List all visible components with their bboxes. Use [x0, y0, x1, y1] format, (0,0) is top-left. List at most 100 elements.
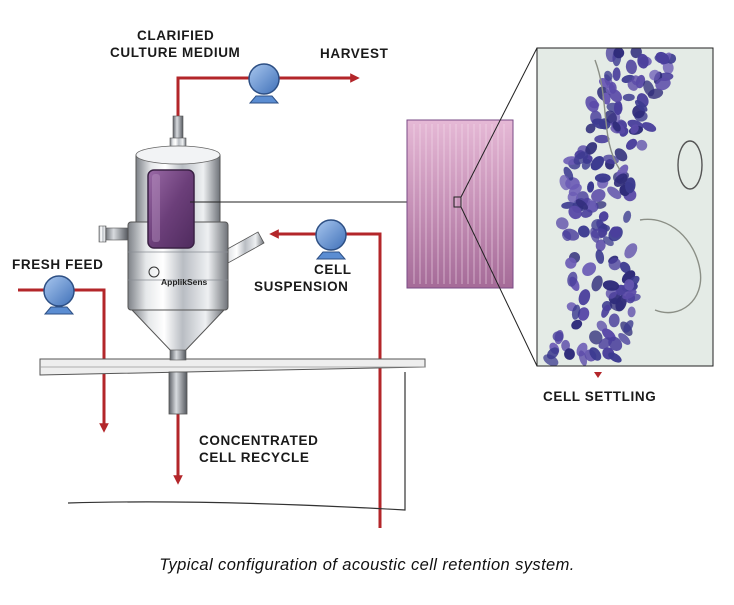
stained-cell — [627, 306, 636, 318]
stained-cell — [608, 352, 622, 363]
stained-cell — [608, 82, 617, 94]
stained-cell — [543, 354, 559, 366]
stained-cell — [573, 151, 589, 165]
stained-cell — [655, 77, 671, 91]
cell-settling-label: CELL SETTLING — [543, 389, 657, 404]
harvest-label: HARVEST — [320, 46, 389, 61]
brand-text: ApplikSens — [161, 277, 208, 287]
stained-cell — [598, 211, 609, 222]
stained-cell — [601, 304, 611, 318]
stained-cell — [625, 59, 637, 75]
stained-cell — [591, 118, 608, 130]
stained-cell — [571, 304, 581, 320]
pump-icon — [248, 63, 280, 104]
stained-cell — [561, 339, 571, 352]
stained-cell — [565, 257, 577, 269]
concentrated-line1: CONCENTRATED — [199, 433, 319, 448]
resonator-chamber — [147, 169, 195, 249]
acoustic-separator: ApplikSens — [98, 115, 265, 361]
clarified-label: CLARIFIED CULTURE MEDIUM — [110, 27, 240, 61]
stained-cell — [630, 48, 642, 59]
stained-cell — [595, 249, 605, 264]
cell-suspension-line1: CELL — [314, 262, 352, 277]
stained-cell — [625, 177, 636, 194]
stained-cell — [608, 257, 622, 271]
clarified-label-line1: CLARIFIED — [137, 28, 215, 43]
stained-cell — [662, 61, 674, 74]
stained-cell — [571, 319, 583, 330]
stained-cell — [577, 225, 590, 238]
stained-cell — [634, 100, 648, 112]
stained-cell — [637, 53, 649, 69]
stained-cell — [578, 350, 588, 366]
stained-cell — [622, 93, 635, 102]
pump-icon — [43, 275, 75, 315]
stained-cell — [595, 239, 606, 252]
stained-cell — [594, 173, 611, 183]
stained-cell — [590, 156, 605, 171]
stained-cell — [564, 348, 575, 360]
clarified-label-line2: CULTURE MEDIUM — [110, 45, 241, 60]
harvest-line — [176, 73, 360, 118]
stained-cell — [585, 142, 598, 155]
stained-cell — [561, 230, 572, 242]
stained-cell — [591, 218, 604, 231]
cell-suspension-line — [269, 229, 382, 528]
cell-cluster — [543, 48, 677, 366]
fresh-feed-label: FRESH FEED — [12, 257, 104, 272]
zoom-line-2 — [460, 47, 538, 198]
stained-cell — [591, 228, 608, 239]
stained-cell — [642, 122, 657, 132]
stained-cell — [585, 123, 596, 134]
stained-cell — [589, 330, 603, 345]
stained-cell — [618, 332, 631, 345]
acoustic-field-view — [406, 119, 514, 289]
cell-suspension-line2: SUSPENSION — [254, 279, 349, 294]
stained-cell — [603, 236, 614, 247]
stained-cell — [556, 217, 569, 230]
stained-cell — [582, 262, 597, 277]
stained-cell — [655, 51, 670, 65]
support-plate — [39, 358, 426, 376]
stained-cell — [613, 173, 628, 187]
stained-cell — [635, 74, 646, 89]
stained-cell — [594, 134, 610, 144]
stained-cell — [585, 96, 599, 113]
stained-cell — [636, 139, 648, 151]
stained-cell — [624, 279, 635, 291]
stained-cell — [625, 138, 638, 150]
stained-cell — [602, 280, 620, 291]
stained-cell — [589, 347, 602, 361]
settling-marker — [594, 372, 602, 378]
concentrated-line2: CELL RECYCLE — [199, 450, 310, 465]
stained-cell — [612, 121, 621, 132]
stained-cell — [608, 313, 620, 328]
stained-cell — [575, 199, 589, 210]
figure-caption: Typical configuration of acoustic cell r… — [159, 556, 575, 574]
stained-cell — [591, 275, 603, 292]
stained-cell — [623, 320, 634, 333]
cell-micrograph — [536, 47, 714, 367]
outlet-pipe — [168, 371, 188, 415]
stained-cell — [624, 243, 638, 259]
stained-cell — [614, 148, 628, 162]
stained-cell — [567, 271, 578, 287]
stained-cell — [643, 80, 655, 97]
stained-cell — [559, 174, 571, 191]
stained-cell — [630, 124, 639, 134]
stained-cell — [604, 70, 613, 81]
pump-icon — [315, 219, 347, 260]
vessel-outline — [67, 372, 406, 511]
stained-cell — [622, 289, 637, 300]
stained-cell — [613, 48, 625, 59]
concentrated-label: CONCENTRATED CELL RECYCLE — [199, 432, 318, 466]
stained-cell — [567, 191, 579, 203]
stained-cell — [552, 331, 564, 342]
brand-logo: ApplikSens — [148, 266, 208, 287]
stained-cell — [604, 110, 617, 124]
stained-cell — [612, 67, 621, 81]
stained-cell — [649, 69, 661, 81]
stained-cell — [598, 337, 613, 350]
stained-cell — [577, 307, 590, 321]
